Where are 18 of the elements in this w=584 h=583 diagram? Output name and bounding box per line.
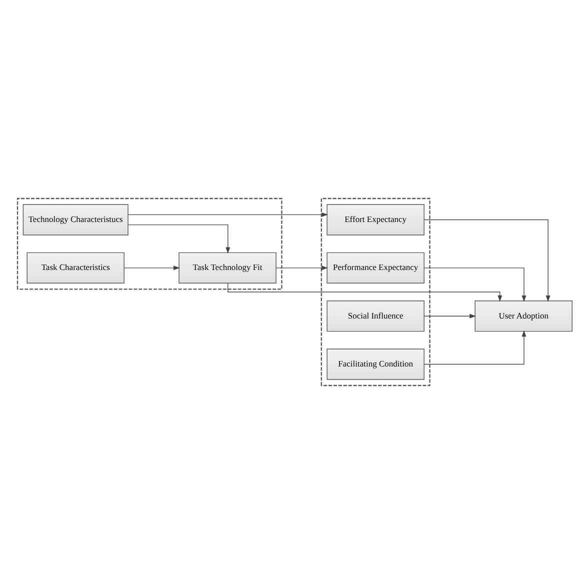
arrow xyxy=(424,313,476,318)
arrow xyxy=(276,265,328,270)
node-box: Technology Characteristucs xyxy=(22,204,128,235)
arrow xyxy=(424,218,550,302)
node-box: Performance Expectancy xyxy=(326,252,424,283)
arrow xyxy=(228,282,502,302)
cluster xyxy=(16,197,282,290)
node-box: Facilitating Condition xyxy=(326,348,424,380)
arrow xyxy=(128,224,230,254)
arrow xyxy=(128,212,328,216)
node-box: User Adoption xyxy=(474,300,572,332)
arrow xyxy=(424,267,526,302)
node-box: Social Influence xyxy=(326,300,424,332)
node-box: Task Characteristics xyxy=(26,252,124,283)
node-box: Task Technology Fit xyxy=(178,252,276,283)
arrow xyxy=(124,265,180,270)
node-box: Effort Expectancy xyxy=(326,204,424,235)
arrow xyxy=(424,330,526,364)
